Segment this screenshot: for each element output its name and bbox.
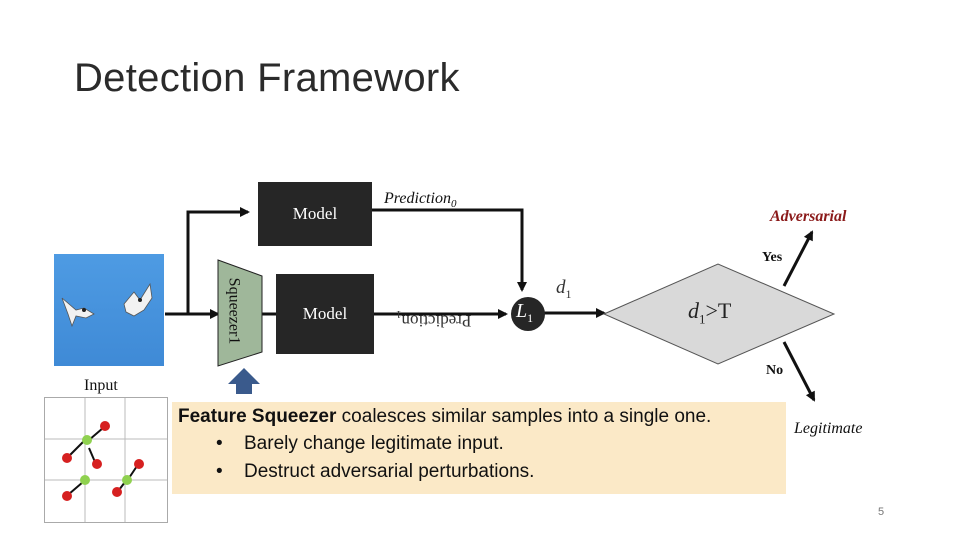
up-arrow-icon [228,368,260,394]
squeezer-shape [217,259,263,367]
model-bottom-box: Model [276,274,374,354]
callout-bullet: Barely change legitimate input. [216,430,780,458]
birds-icon [61,282,153,328]
input-photo [54,254,164,366]
decision-condition: d1>T [688,298,732,327]
page-title: Detection Framework [74,56,460,100]
yes-arrow [782,230,814,287]
input-label: Input [84,377,118,394]
callout-heading-rest: coalesces similar samples into a single … [336,406,712,427]
no-label: No [766,363,784,378]
callout-heading-bold: Feature Squeezer [178,406,337,427]
yes-label: Yes [762,250,783,265]
callout-bullet: Destruct adversarial perturbations. [216,458,780,486]
model-top-box: Model [258,182,372,246]
page-number: 5 [878,506,885,518]
adversarial-label: Adversarial [770,208,847,225]
squeezer-label: Squeezer1 [225,277,243,345]
model-bottom-label: Model [302,304,348,323]
distance-label: d1 [556,277,572,301]
l1-node [511,297,545,331]
callout-bullet-list: Barely change legitimate input. Destruct… [178,430,780,486]
legitimate-label: Legitimate [794,420,863,437]
input-to-top-model-line [186,207,250,314]
point-clustering-grid-icon [45,398,167,522]
feature-squeezer-callout: Feature Squeezer coalesces similar sampl… [172,402,786,494]
callout-heading: Feature Squeezer coalesces similar sampl… [178,406,780,428]
prediction0-line [372,208,527,292]
prediction0-label: Prediction0 [384,190,457,211]
clustering-grid-image [44,397,168,523]
decision-diamond [602,263,836,365]
l1-node-label: L1 [516,300,534,325]
model-top-label: Model [292,204,338,223]
no-arrow [782,341,816,402]
prediction1-label: Prediction1 [396,308,472,331]
